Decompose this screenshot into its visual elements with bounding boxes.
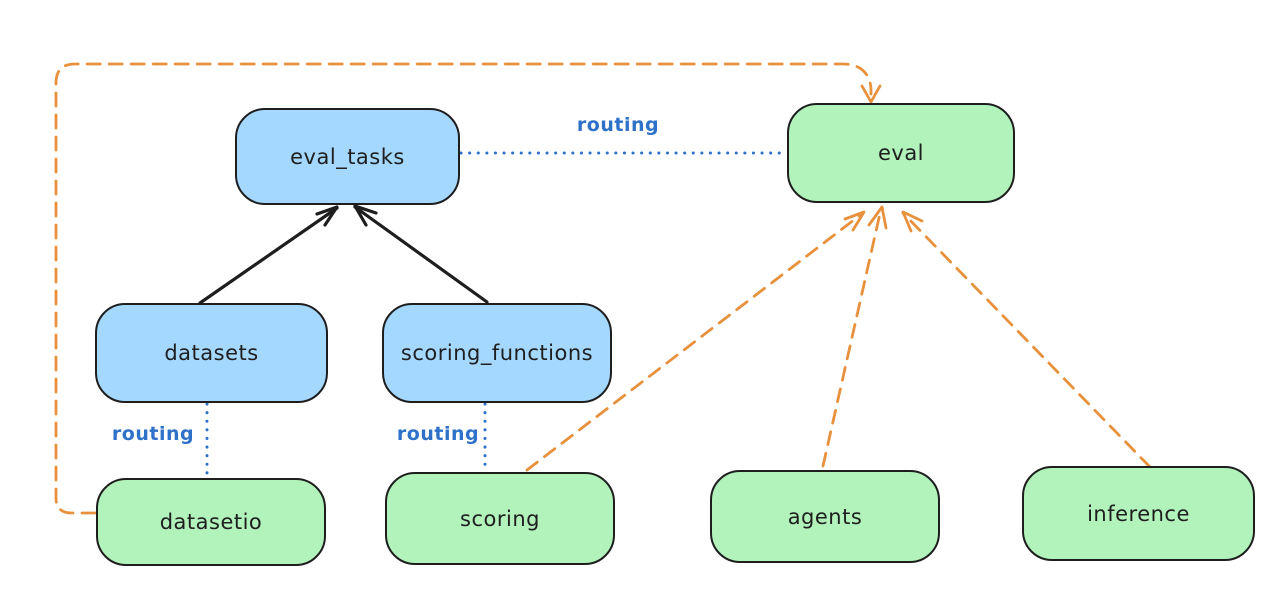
arrowhead-datasetio-to-eval	[860, 84, 882, 104]
edge-scoring-to-eval	[525, 211, 865, 472]
node-scoring-label: scoring	[460, 506, 540, 531]
node-eval: eval	[787, 103, 1015, 203]
edge-label-routing-datasets-datasetio: routing	[111, 423, 195, 445]
node-scoring-functions: scoring_functions	[382, 303, 612, 403]
node-datasets: datasets	[95, 303, 328, 403]
node-agents: agents	[710, 470, 940, 563]
node-inference: inference	[1022, 466, 1255, 561]
edge-label-routing-scoring-functions-scoring: routing	[396, 423, 480, 445]
edge-agents-to-eval	[821, 207, 883, 468]
node-datasets-label: datasets	[164, 341, 259, 365]
edge-datasets-to-eval-tasks	[198, 206, 339, 305]
node-inference-label: inference	[1087, 501, 1190, 526]
arrowhead-agents-to-eval	[867, 205, 888, 230]
node-scoring: scoring	[385, 472, 615, 565]
node-eval-tasks: eval_tasks	[235, 108, 460, 205]
node-eval-tasks-label: eval_tasks	[290, 144, 405, 169]
edge-label-routing-eval-tasks-eval: routing	[576, 114, 660, 136]
arrowhead-scoring-functions-to-eval-tasks	[353, 204, 378, 227]
edge-datasetio-to-eval	[54, 62, 873, 515]
arrowhead-datasets-to-eval-tasks	[315, 205, 339, 227]
node-scoring-functions-label: scoring_functions	[400, 341, 594, 365]
arrowhead-scoring-to-eval	[843, 210, 866, 232]
node-agents-label: agents	[787, 504, 863, 529]
edge-scoring-functions-to-eval-tasks	[353, 205, 489, 304]
node-datasetio-label: datasetio	[159, 510, 263, 534]
node-datasetio: datasetio	[96, 478, 326, 566]
arrowhead-inference-to-eval	[901, 210, 924, 233]
node-eval-label: eval	[877, 141, 925, 165]
edge-inference-to-eval	[901, 211, 1152, 469]
